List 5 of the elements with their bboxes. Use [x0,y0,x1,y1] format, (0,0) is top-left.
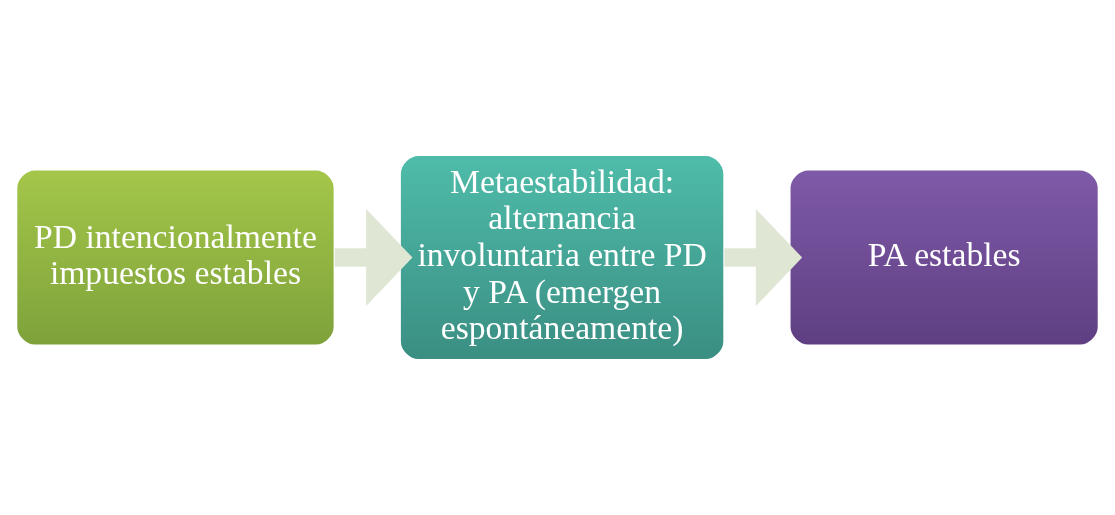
arrow [724,208,803,307]
node-box: Metaestabilidad: alternancia involuntaria entre PD y PA (emergen espontáneamente) [399,154,725,361]
arrow [334,208,413,307]
node-box: PA estables [789,168,1100,347]
node-box: PD intencionalmente impuestos estables [15,168,336,347]
